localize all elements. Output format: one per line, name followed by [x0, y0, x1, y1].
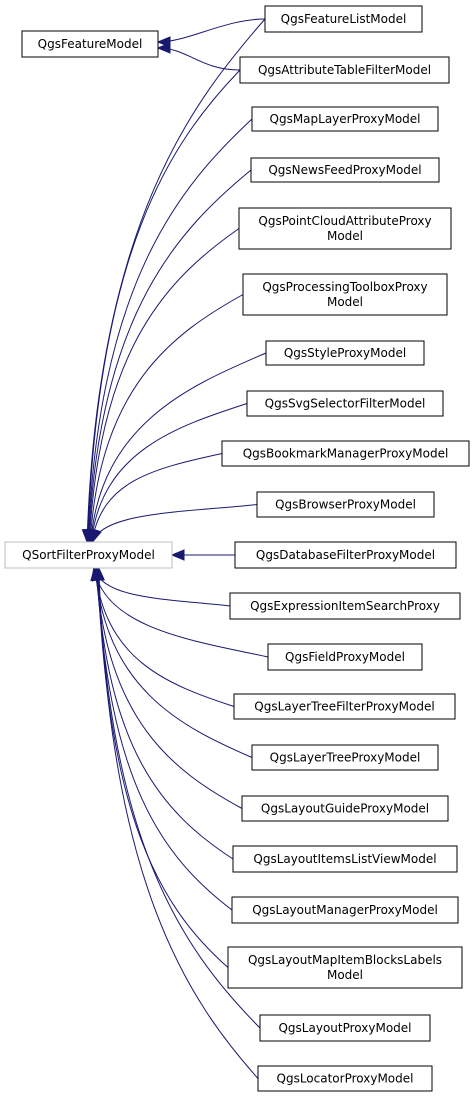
class-box-qgsfieldproxymodel — [267, 643, 423, 671]
class-node-qgsfeaturemodel[interactable]: QgsFeatureModel — [21, 30, 159, 58]
class-label-qgslayoutitemslistviewmodel: QgsLayoutItemsListViewModel — [253, 852, 436, 866]
class-box-qgsattributetablefiltermodel — [239, 56, 450, 84]
class-label-qgslayertreeproxymodel: QgsLayerTreeProxyModel — [270, 751, 421, 765]
class-label-qsortfilterproxymodel: QSortFilterProxyModel — [22, 548, 155, 562]
edge-qgsexpressionitemsearchproxy-to-qsortfilterproxymodel — [93, 567, 231, 607]
class-node-qgslocatorproxymodel[interactable]: QgsLocatorProxyModel — [257, 1065, 433, 1092]
class-label-qgslayertreefilterproxymodel: QgsLayerTreeFilterProxyModel — [254, 700, 434, 714]
class-label-qgslayoutmapitemblockslabelsmodel-line-1: QgsLayoutMapItemBlocksLabels — [248, 953, 442, 967]
class-label-qgssvgselectorfiltermodel: QgsSvgSelectorFilterModel — [265, 397, 426, 411]
class-box-qgslayertreeproxymodel — [251, 744, 439, 771]
class-box-qgsnewsfeedproxymodel — [250, 157, 440, 183]
edge-qgslocatorproxymodel-to-qsortfilterproxymodel-arrowhead — [93, 566, 105, 581]
class-nodes: QSortFilterProxyModelQgsFeatureModelQgsF… — [4, 5, 470, 1092]
edge-qgslayoutitemslistviewmodel-to-qsortfilterproxymodel — [95, 567, 234, 860]
class-box-qgsexpressionitemsearchproxy — [229, 592, 461, 620]
class-node-qgslayoutmanagerproxymodel[interactable]: QgsLayoutManagerProxyModel — [231, 896, 459, 924]
edge-qgslocatorproxymodel-to-qsortfilterproxymodel — [98, 567, 259, 1079]
class-node-qgslayoutitemslistviewmodel[interactable]: QgsLayoutItemsListViewModel — [232, 845, 458, 873]
class-box-qgsbrowserproxymodel — [256, 491, 435, 518]
edge-qgslayertreefilterproxymodel-to-qsortfilterproxymodel — [94, 567, 235, 707]
class-box-qgsstyleproxymodel — [265, 340, 425, 366]
class-box-qgslocatorproxymodel — [257, 1065, 433, 1092]
class-node-qgsattributetablefiltermodel[interactable]: QgsAttributeTableFilterModel — [239, 56, 450, 84]
class-node-qgsbrowserproxymodel[interactable]: QgsBrowserProxyModel — [256, 491, 435, 518]
class-label-qgsfieldproxymodel: QgsFieldProxyModel — [285, 650, 405, 664]
class-label-qgspointcloudattributeproxymodel-line-1: QgsPointCloudAttributeProxy — [258, 214, 431, 228]
class-box-qgslayoutmapitemblockslabelsmodel — [227, 946, 463, 989]
edge-qgslayoutmapitemblockslabelsmodel-to-qsortfilterproxymodel — [97, 567, 229, 968]
edge-qgsfieldproxymodel-to-qsortfilterproxymodel — [93, 567, 269, 658]
class-label-qgsbookmarkmanagerproxymodel: QgsBookmarkManagerProxyModel — [243, 447, 449, 461]
class-box-qgssvgselectorfiltermodel — [246, 390, 444, 417]
edge-qgsattributetablefiltermodel-to-qsortfilterproxymodel — [87, 69, 241, 543]
edge-qgsattributetablefiltermodel-to-qgsfeaturemodel-arrowhead — [156, 42, 171, 54]
edge-qgsnewsfeedproxymodel-to-qsortfilterproxymodel — [88, 169, 252, 543]
class-box-qgslayoutmanagerproxymodel — [231, 896, 459, 924]
class-box-qgsdatabasefilterproxymodel — [234, 541, 457, 569]
class-node-qgslayoutproxymodel[interactable]: QgsLayoutProxyModel — [259, 1014, 431, 1042]
class-box-qgsmaplayerproxymodel — [251, 106, 439, 132]
edge-qgsbrowserproxymodel-to-qsortfilterproxymodel — [91, 504, 258, 543]
class-box-qgslayoutproxymodel — [259, 1014, 431, 1042]
class-label-qgsbrowserproxymodel: QgsBrowserProxyModel — [275, 498, 416, 512]
class-label-qgsmaplayerproxymodel: QgsMapLayerProxyModel — [270, 112, 421, 126]
class-label-qgsstyleproxymodel: QgsStyleProxyModel — [284, 346, 406, 360]
class-box-qgslayoutitemslistviewmodel — [232, 845, 458, 873]
edge-qgsdatabasefilterproxymodel-to-qsortfilterproxymodel-arrowhead — [170, 549, 185, 561]
class-node-qgsstyleproxymodel[interactable]: QgsStyleProxyModel — [265, 340, 425, 366]
class-label-qgslayoutproxymodel: QgsLayoutProxyModel — [278, 1021, 411, 1035]
class-node-qgsfeaturelistmodel[interactable]: QgsFeatureListModel — [264, 5, 423, 33]
class-node-qgslayertreefilterproxymodel[interactable]: QgsLayerTreeFilterProxyModel — [233, 693, 456, 720]
class-label-qgsprocessingtoolboxproxymodel-line-1: QgsProcessingToolboxProxy — [262, 280, 427, 294]
edge-qgsbrowserproxymodel-to-qsortfilterproxymodel-arrowhead — [90, 528, 102, 544]
class-label-qgsfeaturelistmodel: QgsFeatureListModel — [281, 12, 407, 26]
class-node-qgslayertreeproxymodel[interactable]: QgsLayerTreeProxyModel — [251, 744, 439, 771]
class-node-qgsmaplayerproxymodel[interactable]: QgsMapLayerProxyModel — [251, 106, 439, 132]
class-label-qgslayoutmapitemblockslabelsmodel-line-2: Model — [327, 968, 363, 982]
class-node-qsortfilterproxymodel[interactable]: QSortFilterProxyModel — [4, 541, 173, 569]
edge-qgsstyleproxymodel-to-qsortfilterproxymodel — [90, 352, 267, 543]
class-node-qgsnewsfeedproxymodel[interactable]: QgsNewsFeedProxyModel — [250, 157, 440, 183]
class-node-qgslayoutguideproxymodel[interactable]: QgsLayoutGuideProxyModel — [241, 795, 449, 822]
class-box-qgslayoutguideproxymodel — [241, 795, 449, 822]
class-node-qgsfieldproxymodel[interactable]: QgsFieldProxyModel — [267, 643, 423, 671]
class-label-qgspointcloudattributeproxymodel-line-2: Model — [327, 229, 363, 243]
class-box-qsortfilterproxymodel — [4, 541, 173, 569]
class-label-qgsprocessingtoolboxproxymodel-line-2: Model — [327, 295, 363, 309]
class-node-qgsexpressionitemsearchproxy[interactable]: QgsExpressionItemSearchProxy — [229, 592, 461, 620]
edge-qgsbookmarkmanagerproxymodel-to-qsortfilterproxymodel — [91, 453, 223, 543]
class-label-qgsdatabasefilterproxymodel: QgsDatabaseFilterProxyModel — [256, 548, 435, 562]
class-label-qgslocatorproxymodel: QgsLocatorProxyModel — [277, 1072, 414, 1086]
class-box-qgsbookmarkmanagerproxymodel — [221, 440, 470, 467]
class-label-qgsfeaturemodel: QgsFeatureModel — [38, 37, 143, 51]
class-node-qgsbookmarkmanagerproxymodel[interactable]: QgsBookmarkManagerProxyModel — [221, 440, 470, 467]
class-label-qgsnewsfeedproxymodel: QgsNewsFeedProxyModel — [268, 163, 421, 177]
class-label-qgslayoutmanagerproxymodel: QgsLayoutManagerProxyModel — [252, 903, 438, 917]
class-box-qgspointcloudattributeproxymodel — [238, 207, 452, 250]
class-node-qgssvgselectorfiltermodel[interactable]: QgsSvgSelectorFilterModel — [246, 390, 444, 417]
class-box-qgslayertreefilterproxymodel — [233, 693, 456, 720]
edge-qgslayoutproxymodel-to-qsortfilterproxymodel — [97, 567, 261, 1029]
class-box-qgsfeaturelistmodel — [264, 5, 423, 33]
class-box-qgsprocessingtoolboxproxymodel — [242, 273, 448, 316]
edge-qgsmaplayerproxymodel-to-qsortfilterproxymodel — [87, 118, 253, 543]
edge-qgslayoutguideproxymodel-to-qsortfilterproxymodel — [95, 567, 243, 809]
edge-qgslayertreeproxymodel-to-qsortfilterproxymodel — [94, 567, 253, 758]
class-label-qgslayoutguideproxymodel: QgsLayoutGuideProxyModel — [261, 802, 429, 816]
inheritance-edges — [81, 18, 269, 1079]
class-label-qgsexpressionitemsearchproxy: QgsExpressionItemSearchProxy — [250, 599, 440, 613]
edge-qgsprocessingtoolboxproxymodel-to-qsortfilterproxymodel — [89, 294, 244, 543]
class-box-qgsfeaturemodel — [21, 30, 159, 58]
edge-qgssvgselectorfiltermodel-to-qsortfilterproxymodel — [90, 403, 248, 543]
edge-qgspointcloudattributeproxymodel-to-qsortfilterproxymodel — [88, 228, 240, 543]
class-label-qgsattributetablefiltermodel: QgsAttributeTableFilterModel — [258, 63, 431, 77]
class-node-qgsdatabasefilterproxymodel[interactable]: QgsDatabaseFilterProxyModel — [234, 541, 457, 569]
